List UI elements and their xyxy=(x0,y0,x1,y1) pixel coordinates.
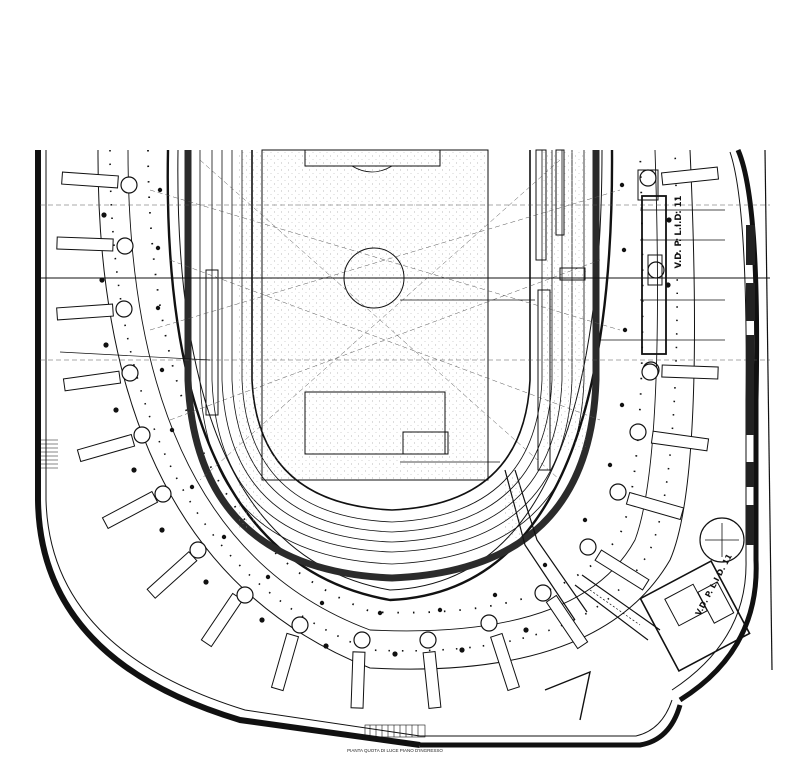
stair-8 xyxy=(200,592,244,648)
running-track-lane-1 xyxy=(199,150,585,565)
circle-marker-icon xyxy=(115,300,133,318)
running-track-outer-line xyxy=(184,150,600,582)
outer-perimeter-wall xyxy=(35,150,421,748)
concourse-ring-dotted xyxy=(109,149,679,652)
stair-6 xyxy=(101,490,159,530)
stair-tower-markers xyxy=(115,176,659,649)
concourse-ring-middle xyxy=(127,149,658,632)
south-perimeter-wall-inner xyxy=(420,699,673,737)
south-goal-box xyxy=(402,431,449,455)
stair-11 xyxy=(422,650,442,710)
circle-marker-icon xyxy=(154,485,172,503)
east-pit-2 xyxy=(537,289,551,471)
east-wall-buttresses xyxy=(746,225,755,545)
east-pit-3 xyxy=(555,149,565,236)
football-field xyxy=(261,149,489,481)
running-track-lane-3 xyxy=(221,150,563,543)
stair-7 xyxy=(146,551,198,599)
stair-3 xyxy=(56,303,114,321)
upper-right-box-label: V.D. P. L.I.D. 11 xyxy=(674,195,684,268)
annotation-leaders xyxy=(59,209,725,463)
west-long-jump xyxy=(205,269,219,416)
southeast-entrance-block xyxy=(639,517,751,673)
circle-marker-icon xyxy=(534,584,552,602)
column-dots xyxy=(99,182,672,657)
stair-15 xyxy=(625,491,685,521)
west-wall-stair xyxy=(40,439,58,469)
ramp-stipple xyxy=(505,475,521,540)
west-pavement-strip xyxy=(238,150,264,530)
construction-lines xyxy=(40,159,770,481)
stair-12 xyxy=(490,632,520,692)
outer-perimeter-wall-inner xyxy=(45,150,421,737)
south-penalty-box xyxy=(304,391,446,455)
stair-5 xyxy=(76,433,136,463)
stair-14 xyxy=(594,549,650,591)
stair-17 xyxy=(661,364,719,380)
circle-marker-icon xyxy=(419,631,437,649)
circle-marker-icon xyxy=(189,541,207,559)
stair-10 xyxy=(350,651,366,709)
south-gate-stair xyxy=(364,724,426,738)
south-footbridge xyxy=(544,670,591,721)
stair-18 xyxy=(660,166,720,186)
north-penalty-box xyxy=(304,149,441,167)
stair-2 xyxy=(56,236,114,252)
circle-marker-icon xyxy=(236,586,254,604)
circle-marker-icon xyxy=(116,237,134,255)
circle-marker-icon xyxy=(641,363,659,381)
east-boundary xyxy=(764,149,773,671)
radial-stairs xyxy=(56,166,720,710)
circle-marker-icon xyxy=(353,631,371,649)
stair-9 xyxy=(270,632,300,692)
circle-marker-icon xyxy=(133,426,151,444)
south-perimeter-wall xyxy=(420,704,683,748)
circle-marker-icon xyxy=(579,538,597,556)
east-perimeter-wall xyxy=(678,148,760,703)
southeast-gate-stair xyxy=(574,574,661,641)
circle-marker-icon xyxy=(120,176,138,194)
stair-1 xyxy=(61,171,119,189)
circle-marker-icon xyxy=(480,614,498,632)
circle-marker-icon xyxy=(629,423,647,441)
circle-marker-icon xyxy=(609,483,627,501)
stair-4 xyxy=(62,370,122,392)
bottom-caption: PIANTA QUOTA DI LUCE PIANO D'INGRESSO xyxy=(347,748,443,753)
stair-16 xyxy=(650,430,710,452)
circle-marker-icon xyxy=(121,364,139,382)
running-track-lane-2 xyxy=(211,150,573,553)
circle-marker-icon xyxy=(291,616,309,634)
stair-13 xyxy=(545,594,589,650)
service-ramp-edge xyxy=(514,469,588,613)
concourse-ring-outer xyxy=(97,149,695,670)
lower-right-box-label: V.D. P. L.I.D. 11 xyxy=(694,552,734,617)
north-penalty-arc xyxy=(351,165,393,173)
